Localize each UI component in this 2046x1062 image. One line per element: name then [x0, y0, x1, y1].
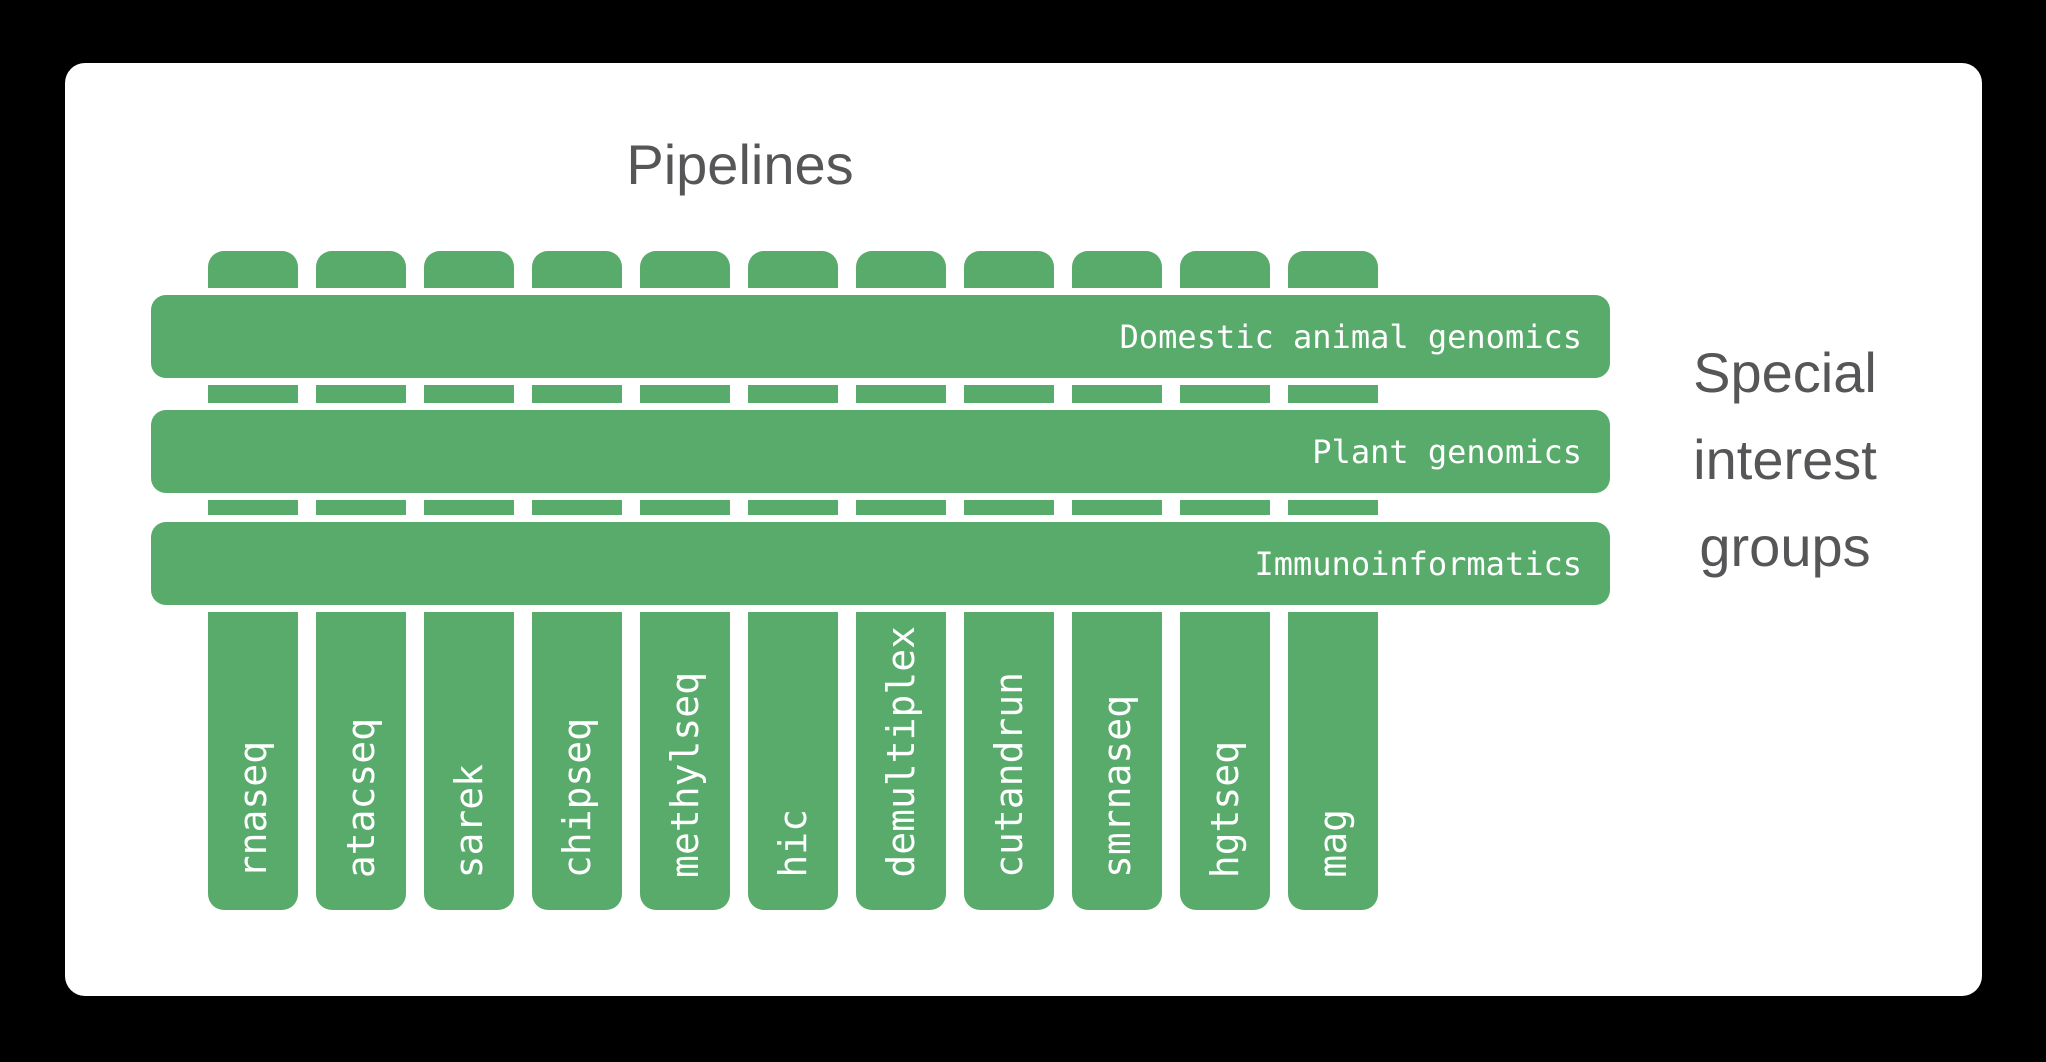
- sig-label: Plant genomics: [1312, 432, 1582, 471]
- sig-bar-immunoinformatics: Immunoinformatics: [151, 522, 1610, 605]
- sig-label: Domestic animal genomics: [1119, 317, 1582, 356]
- pipeline-label: chipseq: [555, 717, 599, 878]
- sig-bar-domestic-animal-genomics: Domestic animal genomics: [151, 295, 1610, 378]
- sig-label: Immunoinformatics: [1254, 544, 1582, 583]
- pipeline-label: hgtseq: [1203, 740, 1247, 878]
- pipeline-label: methylseq: [663, 672, 707, 878]
- pipeline-label: demultiplex: [879, 626, 923, 878]
- pipeline-label: smrnaseq: [1095, 694, 1139, 878]
- pipelines-heading: Pipelines: [626, 133, 854, 196]
- pipeline-label: atacseq: [339, 717, 383, 878]
- pipeline-label: hic: [771, 809, 815, 878]
- pipeline-label: mag: [1311, 809, 1355, 878]
- special-interest-groups-heading: Special interest groups: [1693, 341, 1877, 578]
- pipeline-label: cutandrun: [987, 672, 1031, 878]
- sig-bar-plant-genomics: Plant genomics: [151, 410, 1610, 493]
- pipeline-label: rnaseq: [231, 740, 275, 878]
- pipeline-label: sarek: [447, 763, 491, 878]
- diagram-card: Pipelines rnaseq atacseq sarek chipseq m…: [65, 63, 1982, 996]
